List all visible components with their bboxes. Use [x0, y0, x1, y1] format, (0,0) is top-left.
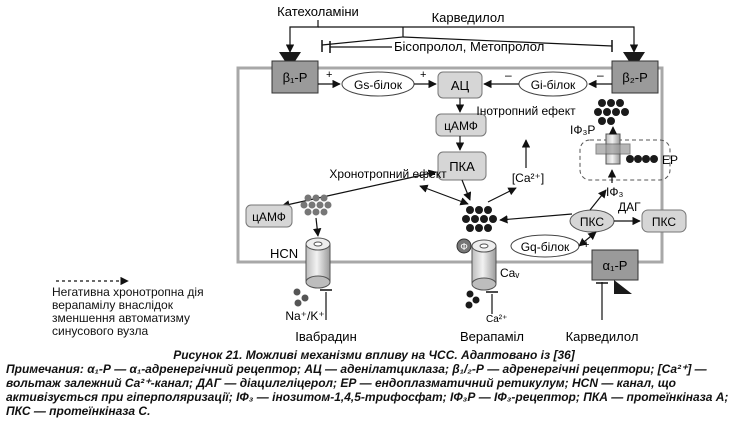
ca-pka-cluster: [462, 206, 497, 232]
camp-center-label: цАМФ: [444, 119, 478, 133]
gs-protein-label: Gs-білок: [354, 78, 403, 92]
katecholamines-label: Катехоламіни: [277, 4, 359, 19]
minus-sign: –: [505, 68, 512, 82]
pka-label: ПКА: [449, 159, 475, 174]
pkc-node-2: [641, 209, 687, 233]
caption-title: Рисунок 21. Можливі механізми впливу на …: [173, 348, 575, 362]
carvedilol-bottom-label: Карведилол: [566, 329, 639, 344]
bisoprolol-label: Бісопролол, Метопролол: [394, 39, 544, 54]
er-label: ЕР: [662, 153, 678, 167]
legend-text: Негативна хронотропна дія верапамілу вна…: [52, 286, 204, 338]
cav-label: Caᵥ: [500, 266, 519, 280]
camp-left-label: цАМФ: [252, 210, 286, 224]
camp-molecule-cluster: [300, 194, 332, 216]
alpha1-receptor: [591, 249, 639, 281]
ivabradine-label: Івабрадин: [295, 329, 357, 344]
beta1-receptor: [271, 60, 319, 94]
heart-rate-mechanisms-diagram: Катехоламіни Карведилол Бісопролол, Мето…: [52, 4, 687, 344]
ca-bracket-label: [Ca²⁺]: [512, 171, 544, 185]
ca-store-cluster: [594, 99, 629, 125]
verapamil-label: Верапаміл: [460, 329, 524, 344]
plus-sign: +: [420, 69, 426, 81]
carvedilol-top-label: Карведилол: [432, 10, 505, 25]
beta2-receptor-label: β₂-Р: [622, 70, 648, 85]
ca2-label: Ca²⁺: [486, 314, 507, 325]
beta2-receptor: [611, 60, 659, 94]
phosphorylation-site: [456, 238, 472, 254]
ac-label: АЦ: [451, 78, 470, 93]
er-compartment: [579, 139, 671, 181]
pkc2-label: ПКС: [652, 215, 676, 229]
figure-caption: Рисунок 21. Можливі механізми впливу на …: [6, 348, 742, 418]
camp-left-node: [245, 204, 293, 228]
alpha1-receptor-label: α₁-Р: [603, 258, 628, 273]
ip3-label: ІФ₃: [606, 185, 623, 199]
dag-label: ДАГ: [618, 200, 641, 214]
inotropic-text: Інотропний ефект: [476, 104, 576, 118]
legend-box: Негативна хронотропна дія верапамілу вна…: [52, 286, 204, 338]
gq-protein-label: Gq-білок: [521, 240, 570, 254]
beta1-receptor-label: β₁-Р: [283, 70, 308, 85]
pkc1-label: ПКС: [580, 215, 604, 229]
hcn-label: HCN: [270, 246, 298, 261]
inotropic-label: Інотропний ефект: [476, 104, 576, 118]
gi-protein-label: Gi-білок: [531, 78, 576, 92]
cell-membrane: [236, 66, 664, 264]
na-k-ions: [293, 288, 309, 307]
camp-node: [435, 113, 487, 137]
minus-sign: –: [597, 68, 604, 82]
phi-label: Ф: [460, 242, 468, 253]
ligand-triangle-a1: [614, 280, 632, 294]
plus-sign: +: [326, 69, 332, 81]
er-ca-ions: [626, 155, 658, 163]
na-k-label: Na⁺/K⁺: [285, 309, 324, 323]
caption-notes: Примечания: α₁-Р — α₁-адренергічний реце…: [6, 362, 729, 418]
ip3r-label: ІФ₃Р: [570, 123, 595, 137]
plus-sign: +: [583, 239, 589, 251]
ca-ions: [465, 290, 480, 309]
